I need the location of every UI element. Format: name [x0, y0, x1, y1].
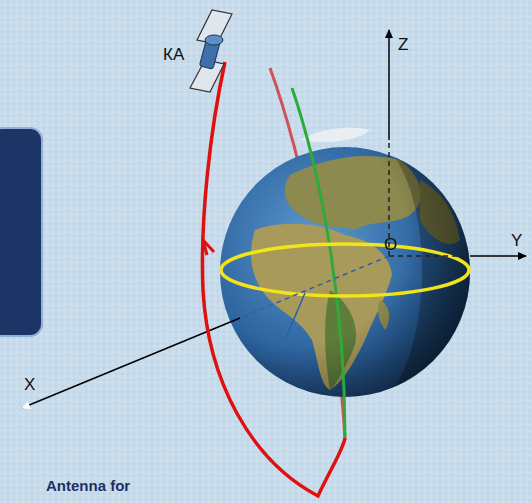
side-panel: [0, 128, 42, 336]
axis-label: X: [24, 376, 35, 393]
origin-label: O: [384, 236, 397, 253]
meridian: [292, 88, 345, 437]
equator: [221, 244, 469, 296]
axis-label: Y: [511, 232, 522, 249]
z-axis: [388, 30, 390, 140]
orbit: [202, 62, 345, 496]
y-axis: [470, 255, 526, 257]
axis-label: Z: [398, 36, 408, 53]
earth: [220, 147, 470, 397]
satellite-label: КА: [163, 46, 184, 63]
caption-fragment: Antenna for: [46, 478, 130, 493]
satellite: [190, 10, 232, 92]
